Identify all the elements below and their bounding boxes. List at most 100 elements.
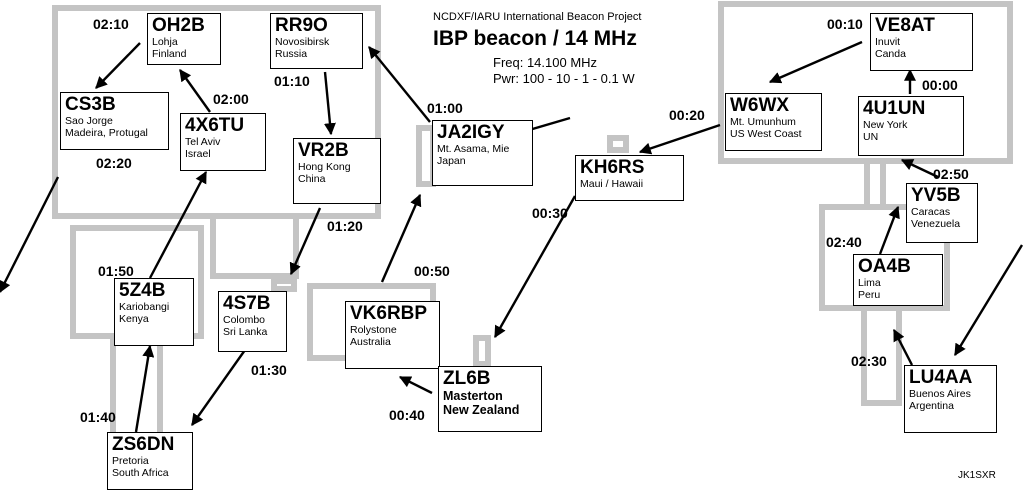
time-label: 01:00 bbox=[427, 100, 463, 116]
beacon-location: Rolystone bbox=[350, 324, 397, 336]
beacon-location: Novosibirsk bbox=[275, 36, 330, 48]
beacon-call: ZL6B bbox=[443, 368, 491, 389]
beacon-country: Canda bbox=[875, 48, 906, 60]
beacon-zs6dn: ZS6DN Pretoria South Africa bbox=[107, 432, 193, 490]
beacon-oa4b: OA4B Lima Peru bbox=[853, 254, 943, 306]
beacon-country: Sri Lanka bbox=[223, 326, 268, 338]
beacon-location: Lima bbox=[858, 277, 881, 289]
beacon-call: VE8AT bbox=[875, 15, 935, 36]
time-label: 02:00 bbox=[213, 91, 249, 107]
frequency-label: Freq: 14.100 MHz bbox=[493, 55, 598, 70]
beacon-location: Tel Aviv bbox=[185, 136, 221, 148]
beacon-5z4b: 5Z4B Kariobangi Kenya bbox=[114, 278, 194, 346]
beacon-zl6b: ZL6B Masterton New Zealand bbox=[438, 366, 542, 432]
beacon-call: 5Z4B bbox=[119, 280, 166, 301]
beacon-call: OH2B bbox=[152, 15, 205, 36]
arrow-kh6rs-to-zl6b bbox=[493, 195, 577, 339]
time-label: 02:30 bbox=[851, 353, 887, 369]
time-label: 00:10 bbox=[827, 16, 863, 32]
beacon-ve8at: VE8AT Inuvit Canda bbox=[870, 13, 973, 71]
region-frame-sri-lanka-link bbox=[271, 278, 297, 292]
power-label: Pwr: 100 - 10 - 1 - 0.1 W bbox=[493, 71, 635, 86]
time-label: 02:20 bbox=[96, 155, 132, 171]
beacon-call: VR2B bbox=[298, 140, 349, 161]
beacon-call: 4S7B bbox=[223, 293, 271, 314]
beacon-country: South Africa bbox=[112, 467, 169, 479]
arrow-zl6b-to-vk6rbp bbox=[398, 375, 433, 395]
beacon-call: KH6RS bbox=[580, 157, 645, 178]
beacon-w6wx: W6WX Mt. Umunhum US West Coast bbox=[725, 93, 822, 151]
time-label: 00:50 bbox=[414, 263, 450, 279]
beacon-country: Argentina bbox=[909, 400, 954, 412]
beacon-vk6rbp: VK6RBP Rolystone Australia bbox=[345, 301, 440, 369]
beacon-4s7b: 4S7B Colombo Sri Lanka bbox=[218, 291, 287, 352]
time-label: 00:30 bbox=[532, 205, 568, 221]
time-label: 01:10 bbox=[274, 73, 310, 89]
beacon-country: Venezuela bbox=[911, 218, 961, 230]
beacon-call: OA4B bbox=[858, 256, 911, 277]
author-credit: JK1SXR bbox=[958, 470, 996, 481]
beacon-location: Caracas bbox=[911, 206, 951, 218]
arrow-w6wx-to-kh6rs bbox=[638, 123, 721, 155]
beacon-country: Israel bbox=[185, 148, 211, 160]
beacon-location: Mt. Asama, Mie bbox=[437, 143, 510, 155]
region-frame-caribbean-link bbox=[864, 158, 886, 210]
project-title: NCDXF/IARU International Beacon Project bbox=[433, 11, 642, 23]
beacon-rr9o: RR9O Novosibirsk Russia bbox=[270, 13, 363, 69]
beacon-cs3b: CS3B Sao Jorge Madeira, Protugal bbox=[60, 92, 169, 150]
arrow-cs3b-outgoing bbox=[0, 176, 60, 294]
time-label: 00:40 bbox=[389, 407, 425, 423]
beacon-call: RR9O bbox=[275, 15, 328, 36]
beacon-location: Mt. Umunhum bbox=[730, 116, 796, 128]
region-frame-asia-link bbox=[210, 213, 299, 279]
time-label: 00:20 bbox=[669, 107, 705, 123]
time-label: 00:00 bbox=[922, 77, 958, 93]
beacon-location: Kariobangi bbox=[119, 301, 170, 313]
beacon-kh6rs: KH6RS Maui / Hawaii bbox=[575, 155, 684, 201]
beacon-location: New York bbox=[863, 119, 908, 131]
arrow-ve8at-to-w6wx bbox=[768, 40, 863, 84]
region-frame-hawaii-link bbox=[607, 135, 629, 153]
time-label: 01:40 bbox=[80, 409, 116, 425]
arrow-lu4aa-to-oa4b bbox=[892, 328, 914, 366]
beacon-location: Inuvit bbox=[875, 36, 901, 48]
arrow-4s7b-to-zs6dn bbox=[191, 349, 246, 426]
beacon-country: Peru bbox=[858, 289, 881, 301]
beacon-lu4aa: LU4AA Buenos Aires Argentina bbox=[904, 365, 997, 433]
page-title: IBP beacon / 14 MHz bbox=[433, 27, 637, 50]
arrow-ja2igy-to-rr9o bbox=[368, 46, 431, 123]
arrow-incoming-to-lu4aa bbox=[953, 244, 1024, 357]
beacon-country: UN bbox=[863, 131, 879, 143]
arrow-rr9o-to-vr2b bbox=[323, 71, 336, 136]
beacon-location: Buenos Aires bbox=[909, 388, 971, 400]
beacon-country: US West Coast bbox=[730, 128, 802, 140]
beacon-call: VK6RBP bbox=[350, 303, 428, 324]
beacon-country: Japan bbox=[437, 155, 466, 167]
beacon-call: YV5B bbox=[911, 185, 961, 206]
region-frame-argentina-link bbox=[861, 305, 902, 406]
beacon-country: Russia bbox=[275, 48, 308, 60]
beacon-oh2b: OH2B Lohja Finland bbox=[147, 13, 221, 65]
beacon-call: JA2IGY bbox=[437, 122, 505, 143]
beacon-country: China bbox=[298, 173, 326, 185]
time-label: 01:50 bbox=[98, 263, 134, 279]
beacon-location: Pretoria bbox=[112, 455, 149, 467]
beacon-vr2b: VR2B Hong Kong China bbox=[293, 138, 381, 204]
arrow-oa4b-to-yv5b bbox=[878, 205, 900, 255]
region-frame-japan-link bbox=[416, 125, 436, 187]
arrow-oh2b-to-cs3b bbox=[95, 42, 141, 89]
beacon-4x6tu: 4X6TU Tel Aviv Israel bbox=[180, 113, 266, 171]
beacon-country: Kenya bbox=[119, 313, 149, 325]
beacon-call: 4U1UN bbox=[863, 98, 926, 119]
time-label: 01:20 bbox=[327, 218, 363, 234]
arrow-vr2b-to-4s7b bbox=[289, 207, 322, 276]
beacon-location: Sao Jorge bbox=[65, 115, 113, 127]
time-label: 02:50 bbox=[933, 166, 969, 182]
time-label: 02:40 bbox=[826, 234, 862, 250]
arrow-4x6tu-to-oh2b bbox=[179, 69, 211, 113]
beacon-country: Madeira, Protugal bbox=[65, 127, 148, 139]
arrow-yv5b-to-4u1un bbox=[900, 158, 939, 179]
beacon-country: New Zealand bbox=[443, 403, 520, 417]
beacon-call: LU4AA bbox=[909, 367, 973, 388]
beacon-ja2igy: JA2IGY Mt. Asama, Mie Japan bbox=[432, 120, 533, 186]
